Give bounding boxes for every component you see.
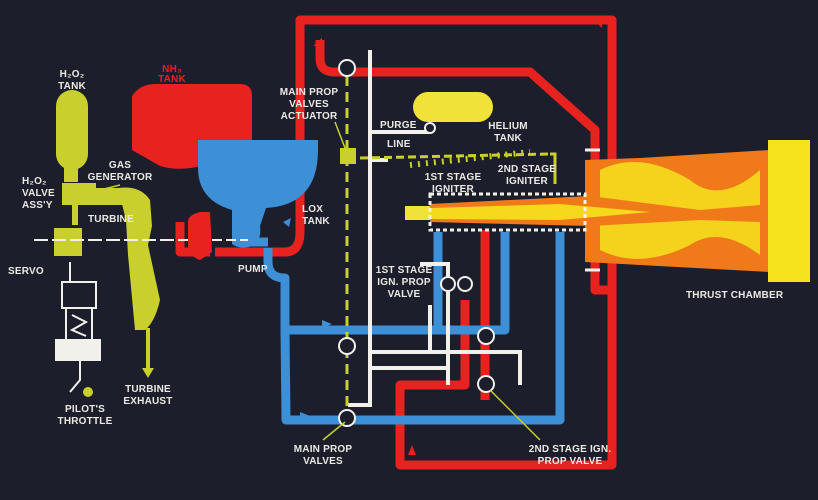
label-second-stage-igniter-l2: IGNITER <box>506 176 549 187</box>
thrust-chamber <box>405 140 810 282</box>
igniter-housing <box>428 148 600 272</box>
label-pump: PUMP <box>238 264 268 275</box>
label-h2o2-valve-l1: H₂O₂ <box>22 176 47 187</box>
leader-gas-generator <box>99 184 121 191</box>
peroxide-system <box>54 90 160 330</box>
label-main-prop-valves-l1: MAIN PROP <box>294 444 353 455</box>
main-prop-valve-top <box>338 59 356 77</box>
fuel-pump-line <box>215 208 305 257</box>
label-main-prop-actuator-l3: ACTUATOR <box>281 111 338 122</box>
first-stage-ign-valve-circle-2 <box>457 276 473 292</box>
label-gas-generator-l2: GENERATOR <box>88 172 153 183</box>
lox-flow-arrows <box>283 218 332 420</box>
helium-tank <box>413 92 493 134</box>
nh3-tank-body <box>132 84 252 169</box>
valves <box>338 59 495 427</box>
helium-tank-valve <box>424 122 436 134</box>
label-pilots-throttle-l1: PILOT'S <box>65 404 105 415</box>
h2o2-tank-neck <box>64 168 78 182</box>
label-gas-generator-l1: GAS <box>109 160 131 171</box>
label-main-prop-actuator-l1: MAIN PROP <box>280 87 339 98</box>
helium-igniter-line <box>420 262 450 385</box>
lox-main-loop-line <box>263 232 565 425</box>
label-second-stage-ign-valve-l2: PROP VALVE <box>538 456 603 467</box>
thrust-chamber-exit <box>768 140 810 282</box>
leader-actuator <box>334 121 346 149</box>
label-first-stage-ign-valve-l3: VALVE <box>388 289 421 300</box>
label-h2o2-tank-l1: H₂O₂ <box>60 69 85 80</box>
helium-main-vertical-line <box>348 50 372 407</box>
first-stage-igniter-tip <box>405 206 430 220</box>
label-lox-tank-l1: LOX <box>302 204 323 215</box>
label-h2o2-tank-l2: TANK <box>58 81 86 92</box>
turbine-exhaust-duct <box>118 187 160 330</box>
label-helium-tank-l1: HELIUM <box>488 121 528 132</box>
label-main-prop-valves-l2: VALVES <box>303 456 343 467</box>
leader-main-prop-valves <box>322 421 346 441</box>
lox-tank-body <box>198 140 318 248</box>
leader-lines <box>99 121 541 441</box>
turbine-exhaust-arrow <box>142 328 154 378</box>
leader-second-stage-ign-valve <box>489 389 541 441</box>
servo-box <box>61 281 97 309</box>
label-purge-line-l2: LINE <box>387 139 411 150</box>
label-turbine-exhaust-l1: TURBINE <box>125 384 171 395</box>
fuel-return-line <box>590 255 612 295</box>
actuator-linkage-rod <box>359 152 551 160</box>
throttle-lever <box>69 360 81 393</box>
label-nh3-tank-l1: NH₃ <box>162 64 182 75</box>
label-turbine: TURBINE <box>88 214 134 225</box>
label-second-stage-ign-valve-l1: 2ND STAGE IGN. <box>529 444 612 455</box>
fuel-pump <box>188 212 212 260</box>
label-thrust-chamber: THRUST CHAMBER <box>686 290 784 301</box>
fuel-main-loop-line <box>295 15 617 470</box>
label-servo: SERVO <box>8 266 44 277</box>
label-purge-line-l1: PURGE <box>380 120 417 131</box>
labels: H₂O₂ TANK NH₃ TANK MAIN PROP VALVES ACTU… <box>8 64 784 467</box>
main-prop-valve-low <box>338 409 356 427</box>
fuel-pump-body <box>188 212 212 260</box>
h2o2-tank <box>56 90 88 170</box>
turbine-housing <box>54 228 82 256</box>
actuator-linkage-end <box>550 152 557 184</box>
label-helium-tank-l2: TANK <box>494 133 522 144</box>
label-second-stage-igniter-l1: 2ND STAGE <box>498 164 556 175</box>
lox-tank <box>198 140 318 248</box>
main-prop-valves-actuator <box>340 148 356 164</box>
label-h2o2-valve-l3: ASS'Y <box>22 200 53 211</box>
label-pilots-throttle-l2: THROTTLE <box>58 416 113 427</box>
label-first-stage-ign-valve-l2: IGN. PROP <box>377 277 431 288</box>
second-stage-ign-valve-circle-2 <box>477 375 495 393</box>
main-prop-valve-mid <box>338 337 356 355</box>
label-first-stage-igniter-l2: IGNITER <box>432 184 475 195</box>
label-lox-tank-l2: TANK <box>302 216 330 227</box>
label-main-prop-actuator-l2: VALVES <box>289 99 329 110</box>
turbine-shaft-upper <box>72 205 78 225</box>
helium-branch-line <box>370 350 522 385</box>
throttle-dial <box>55 339 101 361</box>
helium-tank-body <box>413 92 493 122</box>
first-stage-ign-valve-circle <box>440 276 456 292</box>
label-nh3-tank-l2: TANK <box>158 74 186 85</box>
label-turbine-exhaust-l2: EXHAUST <box>123 396 172 407</box>
throttle-knob[interactable] <box>83 387 93 397</box>
servo-assembly <box>55 262 101 393</box>
h2o2-valve-assembly <box>62 183 96 205</box>
label-first-stage-ign-valve-l1: 1ST STAGE <box>376 265 433 276</box>
lox-igniter-line <box>438 232 510 335</box>
fuel-cooling-loop-line <box>315 40 600 160</box>
actuator-linkage <box>345 60 557 420</box>
second-stage-ign-valve-circle <box>477 327 495 345</box>
label-first-stage-igniter-l1: 1ST STAGE <box>425 172 482 183</box>
label-h2o2-valve-l2: VALVE <box>22 188 55 199</box>
